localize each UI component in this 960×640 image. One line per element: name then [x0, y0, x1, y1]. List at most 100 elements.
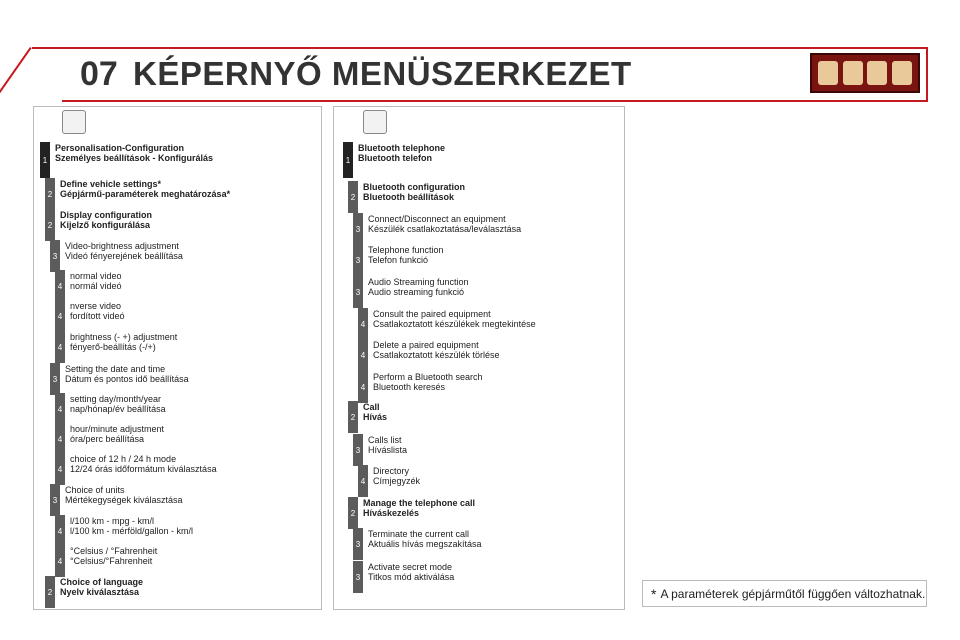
menu-item-label-hu: Nyelv kiválasztása	[60, 587, 140, 597]
page-title: KÉPERNYŐ MENÜSZERKEZET	[133, 55, 632, 92]
menu-level-badge: 4	[55, 453, 65, 485]
menu-level-badge: 3	[50, 484, 60, 516]
menu-level-badge: 4	[55, 300, 65, 332]
menu-level-badge: 4	[55, 270, 65, 302]
menu-item-label-hu: Személyes beállítások - Konfigurálás	[55, 153, 214, 163]
menu-item-label-hu: Hívás	[363, 412, 388, 422]
menu-level-badge: 3	[353, 561, 363, 593]
menu-item-label-hu: Csatlakoztatott készülékek megtekintése	[373, 319, 536, 329]
left-menu-panel	[33, 106, 322, 610]
menu-item-label-hu: Aktuális hívás megszakítása	[368, 539, 482, 549]
menu-level-badge: 3	[50, 363, 60, 395]
menu-item-label-hu: Bluetooth keresés	[373, 382, 446, 392]
menu-item-label-hu: Címjegyzék	[373, 476, 421, 486]
display-icon	[842, 61, 863, 85]
header-rule-bottom	[62, 100, 928, 102]
menu-item-label-en: Audio Streaming function	[368, 277, 469, 287]
menu-level-badge: 2	[45, 576, 55, 608]
menu-item-label-en: Perform a Bluetooth search	[373, 372, 483, 382]
menu-item-label-hu: Gépjármű-paraméterek meghatározása*	[60, 189, 231, 199]
menu-item-label-hu: óra/perc beállítása	[70, 434, 145, 444]
menu-item-label-hu: Készülék csatlakoztatása/leválasztása	[368, 224, 522, 234]
menu-item-label-en: Consult the paired equipment	[373, 309, 491, 319]
footnote: * A paraméterek gépjárműtől függően vált…	[642, 580, 927, 607]
menu-level-badge: 4	[55, 515, 65, 547]
right-menu-panel	[333, 106, 625, 610]
menu-level-badge: 4	[55, 393, 65, 425]
menu-item-label-hu: normál videó	[70, 281, 122, 291]
menu-item-label-hu: Kijelző konfigurálása	[60, 220, 151, 230]
menu-level-badge: 3	[353, 434, 363, 466]
menu-item-label-hu: Bluetooth beállítások	[363, 192, 455, 202]
menu-level-badge: 4	[55, 423, 65, 455]
menu-item-label-en: Setting the date and time	[65, 364, 166, 374]
menu-item-label-hu: fényerő-beállítás (-/+)	[70, 342, 156, 352]
phone-icon	[891, 61, 912, 85]
menu-item-label-hu: Híváslista	[368, 445, 408, 455]
menu-item-label-en: Terminate the current call	[368, 529, 470, 539]
menu-level-badge: 1	[40, 142, 50, 178]
settings-icon	[867, 61, 888, 85]
menu-item-label-hu: Videó fényerejének beállítása	[65, 251, 183, 261]
menu-item-label-en: nverse video	[70, 301, 122, 311]
personalisation-config-icon	[62, 110, 86, 134]
menu-item-label-hu: Bluetooth telefon	[358, 153, 432, 163]
menu-item-label-en: Call	[363, 402, 380, 412]
menu-item-label-en: Display configuration	[60, 210, 153, 220]
menu-item-label-en: Telephone function	[368, 245, 444, 255]
menu-level-badge: 2	[45, 178, 55, 210]
menu-level-badge: 3	[353, 276, 363, 308]
menu-item-label-en: Bluetooth telephone	[358, 143, 445, 153]
menu-item-label-hu: Mértékegységek kiválasztása	[65, 495, 183, 505]
menu-item-label-en: choice of 12 h / 24 h mode	[70, 454, 177, 464]
menu-item-label-en: hour/minute adjustment	[70, 424, 165, 434]
menu-level-badge: 2	[348, 401, 358, 433]
menu-item-label-hu: Telefon funkció	[368, 255, 429, 265]
menu-item-label-en: Manage the telephone call	[363, 498, 476, 508]
menu-item-label-en: setting day/month/year	[70, 394, 162, 404]
menu-item-label-hu: nap/hónap/év beállítása	[70, 404, 166, 414]
footnote-text: A paraméterek gépjárműtől függően változ…	[660, 586, 926, 601]
menu-item: 4°Celsius / °Fahrenheit°Celsius/°Fahrenh…	[55, 545, 157, 577]
menu-level-badge: 2	[348, 181, 358, 213]
menu-item-label-en: °Celsius / °Fahrenheit	[70, 546, 158, 556]
header-rule-top	[32, 47, 928, 49]
menu-item-label-en: Activate secret mode	[368, 562, 453, 572]
menu-item-label-en: Connect/Disconnect an equipment	[368, 214, 506, 224]
menu-item-text: Define vehicle settings*Gépjármű-paramét…	[60, 178, 230, 199]
menu-item-label-en: Bluetooth configuration	[363, 182, 465, 192]
menu-item-label-en: Choice of language	[60, 577, 144, 587]
chapter-number: 07	[80, 55, 118, 93]
menu-item-label-hu: Dátum és pontos idő beállítása	[65, 374, 189, 384]
menu-item-label-hu: Audio streaming funkció	[368, 287, 465, 297]
menu-level-badge: 4	[358, 371, 368, 403]
menu-item-label-en: l/100 km - mpg - km/l	[70, 516, 155, 526]
menu-level-badge: 2	[348, 497, 358, 529]
menu-item-label-hu: Csatlakoztatott készülék törlése	[373, 350, 500, 360]
menu-item-text: °Celsius / °Fahrenheit°Celsius/°Fahrenhe…	[70, 545, 157, 566]
